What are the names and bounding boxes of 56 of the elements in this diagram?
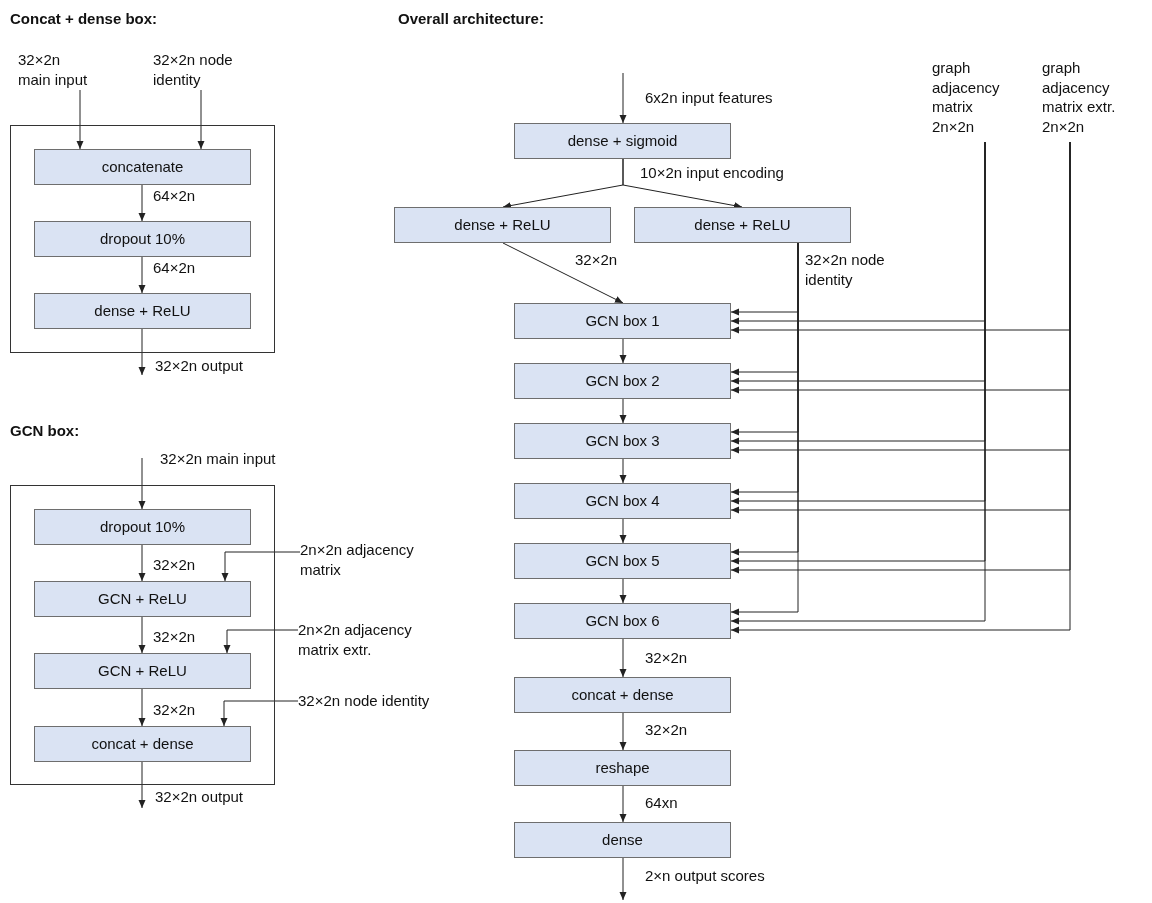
arrow	[76, 89, 84, 150]
layer-box: concat + dense	[34, 726, 251, 762]
arrow	[619, 398, 627, 424]
arrow	[622, 158, 743, 209]
arrow	[619, 72, 627, 124]
arrow	[619, 458, 627, 484]
input-label: graph adjacency matrix extr. 2n×2n	[1042, 58, 1134, 136]
input-label: 32×2n node identity	[153, 50, 249, 89]
layer-box: reshape	[514, 750, 731, 786]
arrow	[220, 700, 299, 727]
arrow	[138, 457, 146, 510]
arrow	[619, 857, 627, 901]
input-label: 32×2n node identity	[298, 691, 498, 711]
input-label: 2n×2n adjacency matrix	[300, 540, 430, 579]
layer-box: dense	[514, 822, 731, 858]
arrow	[619, 338, 627, 364]
arrow	[138, 616, 146, 654]
arrow	[619, 712, 627, 751]
arrow	[221, 551, 301, 582]
arrow	[138, 256, 146, 294]
section-heading: Concat + dense box:	[10, 9, 158, 29]
layer-box: dropout 10%	[34, 509, 251, 545]
layer-box: dense + ReLU	[34, 293, 251, 329]
layer-box: GCN box 4	[514, 483, 731, 519]
layer-box: GCN + ReLU	[34, 581, 251, 617]
arrow	[197, 89, 205, 150]
layer-box: GCN + ReLU	[34, 653, 251, 689]
layer-box: dense + ReLU	[394, 207, 611, 243]
arrow	[138, 184, 146, 222]
input-label: 2n×2n adjacency matrix extr.	[298, 620, 428, 659]
arrow	[619, 518, 627, 544]
section-heading: Overall architecture:	[398, 9, 544, 29]
layer-box: GCN box 1	[514, 303, 731, 339]
layer-box: dropout 10%	[34, 221, 251, 257]
arrow	[138, 688, 146, 727]
arrow	[502, 242, 624, 304]
module-frame	[10, 125, 275, 353]
arrow	[223, 629, 299, 654]
layer-box: concatenate	[34, 149, 251, 185]
layer-box: dense + sigmoid	[514, 123, 731, 159]
arrow	[138, 544, 146, 582]
layer-box: GCN box 6	[514, 603, 731, 639]
layer-box: GCN box 2	[514, 363, 731, 399]
arrow	[138, 328, 146, 376]
input-label: 32×2n main input	[18, 50, 94, 89]
arrow	[619, 578, 627, 604]
layer-box: dense + ReLU	[634, 207, 851, 243]
section-heading: GCN box:	[10, 421, 80, 441]
arrow	[619, 785, 627, 823]
layer-box: concat + dense	[514, 677, 731, 713]
arrow	[138, 761, 146, 809]
module-frame	[10, 485, 275, 785]
arrow	[619, 638, 627, 678]
layer-box: GCN box 3	[514, 423, 731, 459]
layer-box: GCN box 5	[514, 543, 731, 579]
input-label: graph adjacency matrix 2n×2n	[932, 58, 1012, 136]
